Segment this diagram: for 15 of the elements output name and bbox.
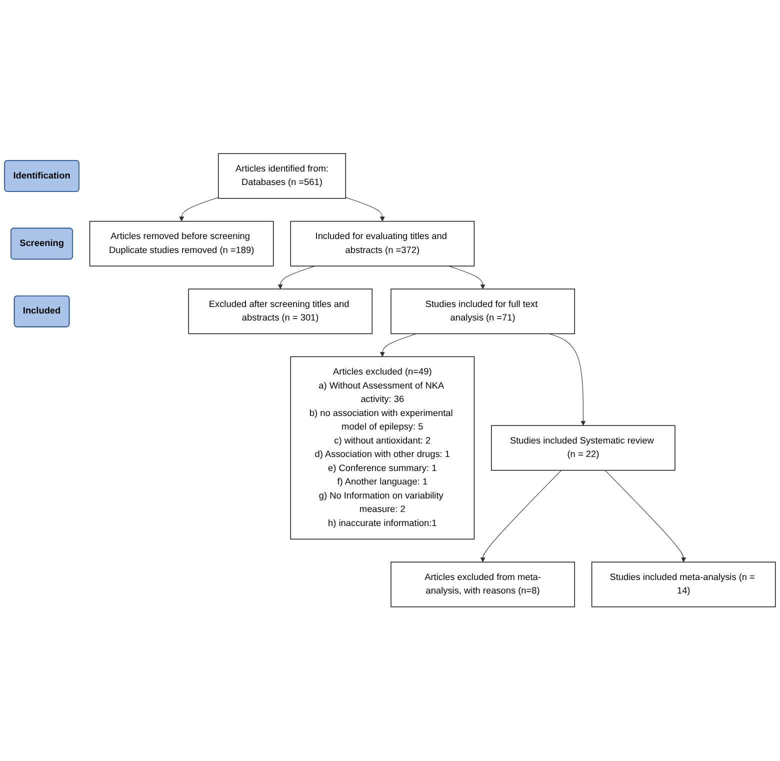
node-box: Included for evaluating titles and abstracts (n =372) [290, 221, 475, 267]
arrow [278, 266, 316, 290]
node-box: Excluded after screening titles and abstracts (n = 301) [188, 288, 372, 334]
arrow [179, 197, 219, 222]
node-box: Articles identified from: Databases (n =561) [218, 154, 346, 199]
arrow [604, 470, 686, 563]
arrow [448, 266, 486, 290]
node-box: Articles removed before screening Duplicate studies removed (n =189) [89, 221, 274, 267]
arrow [480, 470, 562, 563]
node-box: Studies included Systematic review (n = 22) [491, 425, 676, 471]
node-box: Studies included for full text analysis (n =71) [390, 288, 575, 334]
node-box: Studies included meta-analysis (n = 14) [591, 562, 776, 608]
node-box: Articles excluded (n=49) a) Without Assessment of NKA activity: 36 b) no association with experimental model of epilepsy: 5 c) without antioxidant: 2 d) Association with other drugs: 1 e) Conference summary: 1 f) Another language: 1 g) No Information on variability measure: 2 h) inaccurate information:1 [290, 356, 475, 540]
arrow [345, 197, 385, 222]
node-box: Articles excluded from meta-analysis, with reasons (n=8) [390, 562, 575, 608]
